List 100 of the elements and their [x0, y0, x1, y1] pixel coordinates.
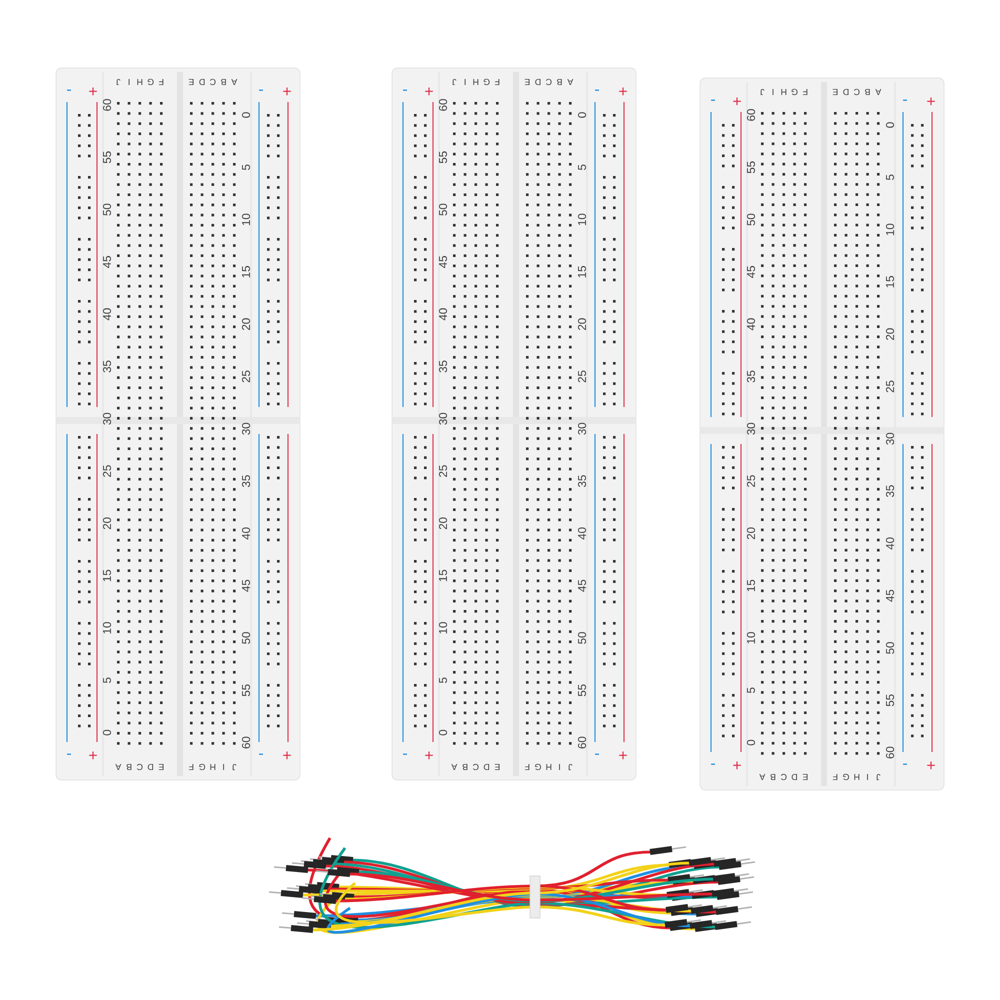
column-number: 30 [242, 422, 250, 435]
row-letter: D [484, 764, 490, 770]
column-number: 10 [242, 214, 250, 226]
column-number: 40 [438, 308, 448, 320]
column-number: 10 [746, 632, 756, 644]
column-number: 55 [103, 151, 111, 164]
row-letter: B [462, 764, 468, 770]
polarity-sign: + [89, 751, 97, 760]
polarity-sign: - [259, 754, 263, 755]
polarity-sign: + [733, 761, 741, 770]
row-letter: I [867, 774, 868, 780]
column-number: 35 [746, 370, 756, 382]
row-letter: H [854, 774, 860, 780]
row-letter: B [865, 88, 870, 96]
column-number: 15 [439, 570, 447, 582]
row-letter: H [473, 78, 478, 86]
column-number: 5 [103, 678, 111, 684]
column-number: 40 [746, 318, 756, 330]
column-number: 10 [578, 214, 586, 226]
column-number: 35 [886, 485, 894, 498]
column-number: 5 [439, 678, 447, 684]
row-letter: J [568, 764, 572, 770]
column-number: 0 [578, 112, 586, 118]
row-letter: I [772, 88, 774, 96]
polarity-sign: - [403, 754, 407, 755]
row-letter: C [210, 78, 216, 86]
row-letter: B [770, 774, 776, 780]
polarity-sign: + [283, 87, 291, 96]
column-number: 5 [886, 174, 894, 180]
column-number: 40 [102, 308, 112, 320]
column-number: 60 [102, 99, 112, 111]
row-letter: H [781, 88, 786, 96]
polarity-sign: - [595, 90, 599, 91]
polarity-sign: - [903, 100, 907, 101]
row-letter: E [802, 774, 808, 780]
polarity-sign: - [67, 754, 71, 755]
column-number: 5 [578, 164, 586, 170]
polarity-sign: - [259, 90, 263, 91]
row-letter: G [199, 764, 206, 770]
row-letter: A [231, 78, 238, 86]
column-number: 0 [438, 730, 448, 736]
column-number: 25 [886, 380, 894, 392]
polarity-sign: - [711, 100, 715, 101]
row-letter: I [464, 78, 466, 86]
polarity-sign: + [927, 761, 935, 770]
polarity-sign: + [927, 97, 935, 106]
column-number: 15 [886, 276, 894, 288]
row-letter: B [126, 764, 132, 770]
column-number: 25 [438, 465, 448, 477]
column-number: 20 [438, 518, 448, 530]
column-number: 15 [578, 266, 586, 278]
row-letter: J [876, 774, 880, 780]
column-number: 45 [103, 256, 111, 268]
column-number: 20 [578, 318, 586, 330]
row-letter: E [188, 78, 194, 86]
column-number: 5 [747, 688, 755, 694]
row-letter: J [452, 78, 456, 86]
column-number: 45 [439, 256, 447, 268]
column-number: 25 [102, 465, 112, 477]
row-letter: C [136, 764, 143, 770]
row-letter: D [843, 88, 848, 96]
column-number: 30 [438, 412, 448, 425]
row-letter: B [557, 78, 562, 86]
column-number: 50 [886, 642, 894, 654]
column-number: 25 [242, 370, 250, 382]
polarity-sign: + [283, 751, 291, 760]
row-letter: H [546, 764, 552, 770]
column-number: 40 [578, 528, 586, 540]
polarity-sign: - [711, 764, 715, 765]
column-number: 55 [578, 684, 586, 696]
polarity-sign: + [619, 751, 627, 760]
row-letter: E [494, 764, 500, 770]
polarity-sign: - [903, 764, 907, 765]
row-letter: D [199, 78, 205, 86]
row-letter: F [832, 774, 838, 780]
row-letter: A [451, 764, 458, 770]
column-number: 40 [886, 538, 894, 550]
row-letter: J [116, 78, 120, 86]
row-letter: J [232, 764, 236, 770]
row-letter: G [148, 78, 154, 86]
column-number: 60 [886, 746, 894, 758]
column-number: 50 [102, 204, 112, 216]
column-number: 60 [746, 109, 756, 121]
column-number: 60 [438, 99, 448, 111]
row-letter: A [875, 88, 882, 96]
polarity-sign: + [425, 87, 433, 96]
column-number: 25 [578, 370, 586, 382]
polarity-sign: - [595, 754, 599, 755]
column-number: 55 [439, 151, 447, 164]
row-letter: E [524, 78, 530, 86]
column-number: 25 [746, 475, 756, 487]
column-number: 15 [747, 580, 755, 592]
row-letter: I [559, 764, 560, 770]
column-number: 35 [578, 475, 586, 488]
column-number: 55 [886, 694, 894, 706]
column-number: 40 [242, 528, 250, 540]
column-number: 60 [242, 736, 250, 748]
column-number: 50 [746, 214, 756, 226]
row-letter: G [843, 774, 849, 780]
row-letter: E [158, 764, 164, 770]
